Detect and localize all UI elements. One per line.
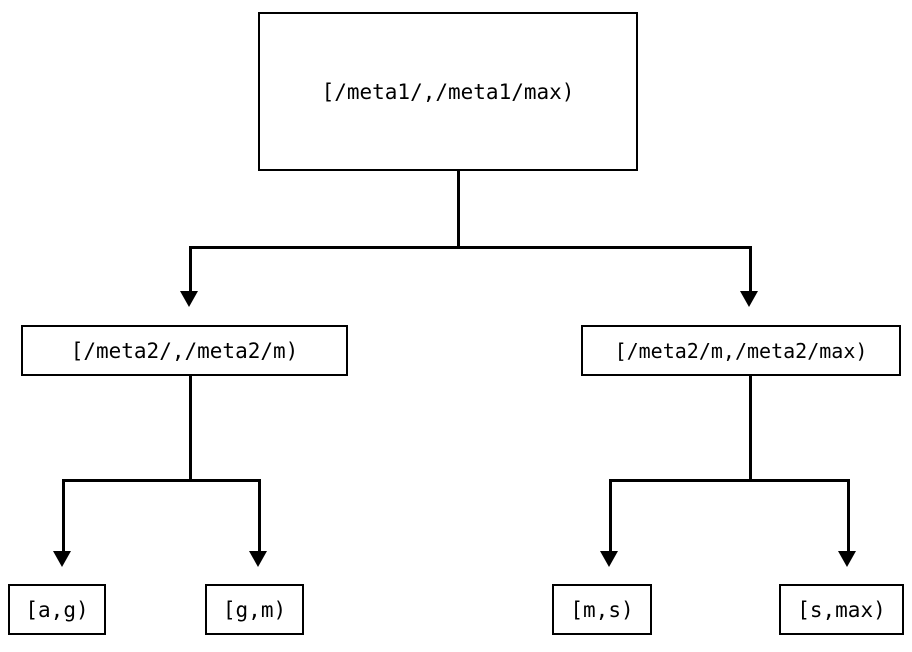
edge-l2-left-to-leaf-gm [258, 479, 261, 552]
node-leaf-gm-label: [g,m) [222, 597, 287, 622]
edge-l2-left-to-leaf-ag [62, 479, 65, 552]
edge-root-trunk [457, 171, 460, 248]
edge-l2-right-split-bar [609, 479, 850, 482]
node-root[interactable]: [/meta1/,/meta1/max) [258, 12, 638, 171]
arrowhead-leaf-ms-icon [600, 551, 618, 567]
node-level2-right-label: [/meta2/m,/meta2/max) [614, 338, 868, 363]
arrowhead-leaf-smax-icon [838, 551, 856, 567]
edge-l2-left-split-bar [62, 479, 261, 482]
edge-l2-right-to-leaf-smax [847, 479, 850, 552]
node-leaf-gm[interactable]: [g,m) [205, 584, 304, 635]
edge-root-to-l2-left [189, 246, 192, 293]
node-leaf-ag[interactable]: [a,g) [8, 584, 106, 635]
node-leaf-ms[interactable]: [m,s) [552, 584, 652, 635]
node-leaf-smax[interactable]: [s,max) [779, 584, 904, 635]
node-level2-left[interactable]: [/meta2/,/meta2/m) [21, 325, 348, 376]
arrowhead-root-to-l2-left-icon [180, 291, 198, 307]
node-leaf-ag-label: [a,g) [25, 597, 89, 622]
node-leaf-smax-label: [s,max) [797, 597, 886, 622]
edge-root-split-bar [189, 246, 752, 249]
edge-l2-left-trunk [189, 376, 192, 481]
edge-l2-right-trunk [749, 376, 752, 481]
node-leaf-ms-label: [m,s) [570, 597, 634, 622]
edge-l2-right-to-leaf-ms [609, 479, 612, 552]
node-root-label: [/meta1/,/meta1/max) [321, 79, 575, 104]
arrowhead-leaf-ag-icon [53, 551, 71, 567]
arrowhead-leaf-gm-icon [249, 551, 267, 567]
node-level2-right[interactable]: [/meta2/m,/meta2/max) [581, 325, 901, 376]
edge-root-to-l2-right [749, 246, 752, 293]
node-level2-left-label: [/meta2/,/meta2/m) [70, 338, 299, 363]
arrowhead-root-to-l2-right-icon [740, 291, 758, 307]
